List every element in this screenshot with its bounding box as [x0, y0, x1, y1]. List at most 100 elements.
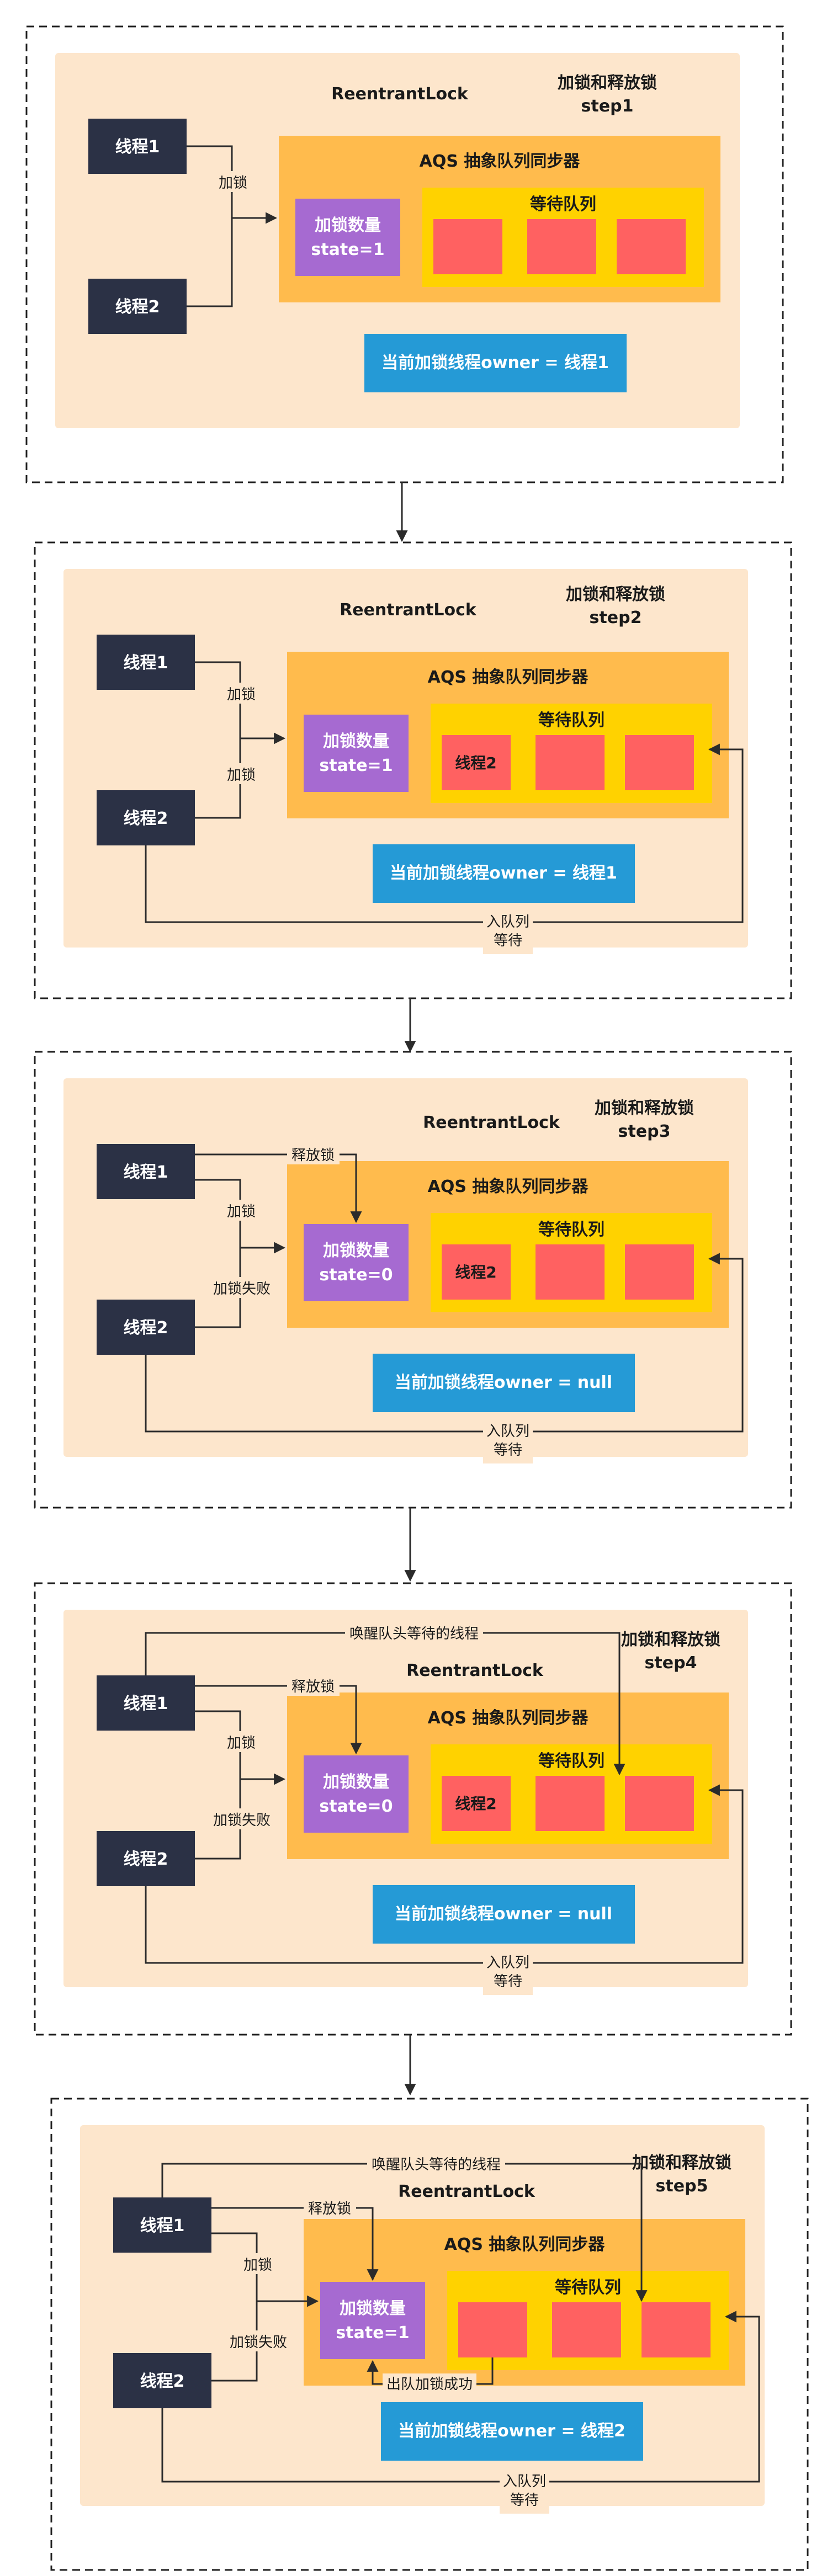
step-number: step3: [618, 1122, 671, 1141]
step-title: 加锁和释放锁: [632, 2153, 731, 2173]
label-bg: [367, 2154, 505, 2174]
queue-node: [527, 219, 596, 274]
state-box: [295, 199, 400, 276]
state-label: 加锁数量: [340, 2299, 406, 2318]
state-box: [304, 715, 409, 792]
thread-1-box: [88, 119, 187, 174]
enqueue-label: 入队列: [503, 2473, 546, 2490]
release-arrow: [211, 2207, 379, 2281]
thread-1-box: [113, 2197, 211, 2253]
aqs-title: AQS 抽象队列同步器: [428, 1709, 589, 1728]
thread-1-box: [97, 1675, 195, 1731]
label-bg: [304, 2198, 356, 2218]
queue-node-thread: 线程2: [455, 1263, 496, 1281]
owner-box: [373, 844, 635, 903]
thread-1-label: 线程1: [140, 2216, 185, 2236]
step-title: 加锁和释放锁: [566, 585, 665, 604]
owner-text: 当前加锁线程owner = null: [395, 1373, 612, 1392]
lock-label: 加锁: [227, 1204, 256, 1220]
label-bg: [211, 1277, 272, 1298]
queue-node-thread: 线程2: [455, 1795, 496, 1813]
dequeue-label: 出队加锁成功: [386, 2376, 473, 2393]
lock-name: ReentrantLock: [423, 1113, 560, 1132]
aqs-title: AQS 抽象队列同步器: [428, 1177, 589, 1196]
label-bg: [483, 1953, 533, 1995]
lock-fail-label: 加锁失败: [213, 1281, 271, 1297]
label-bg: [483, 1422, 533, 1463]
thread-1-box: [97, 635, 195, 690]
release-label: 释放锁: [291, 1147, 335, 1164]
state-value: state=1: [319, 756, 393, 775]
enqueue-label-wait: 等待: [510, 2492, 539, 2509]
queue-node: [625, 1776, 694, 1831]
queue-node: [536, 735, 605, 790]
label-bg: [241, 2253, 274, 2274]
owner-box: [364, 334, 627, 392]
thread-2-label: 线程2: [140, 2372, 185, 2391]
step-number: step4: [645, 1653, 697, 1673]
thread-1-box: [97, 1144, 195, 1199]
queue-node: [442, 735, 511, 790]
owner-box: [373, 1354, 635, 1412]
step-number: step5: [656, 2176, 708, 2196]
state-label: 加锁数量: [323, 1241, 389, 1260]
step-number: step1: [581, 97, 634, 116]
enqueue-label: 入队列: [486, 914, 529, 930]
enqueue-arrow: [145, 1784, 744, 1964]
state-label: 加锁数量: [315, 216, 381, 235]
release-arrow: [195, 1685, 362, 1755]
queue-node: [536, 1776, 605, 1831]
release-arrow: [195, 1153, 362, 1223]
enqueue-label-wait: 等待: [494, 933, 522, 949]
label-bg: [483, 912, 533, 954]
enqueue-label: 入队列: [486, 1955, 529, 1971]
step-title: 加锁和释放锁: [595, 1099, 694, 1118]
step-3-panel: ReentrantLock 加锁和释放锁 step3 AQS 抽象队列同步器 加…: [34, 1051, 792, 1509]
step-frame: [34, 541, 792, 999]
aqs-title: AQS 抽象队列同步器: [444, 2235, 606, 2254]
label-bg: [225, 1731, 258, 1752]
aqs-title: AQS 抽象队列同步器: [428, 668, 589, 687]
state-value: state=1: [311, 240, 384, 259]
queue-node-thread: 线程2: [455, 754, 496, 772]
wake-label: 唤醒队头等待的线程: [349, 1626, 479, 1642]
step-number: step2: [590, 608, 642, 627]
lock-label: 加锁: [243, 2257, 272, 2274]
owner-box: [373, 1885, 635, 1944]
thread-1-label: 线程1: [124, 1163, 168, 1182]
wait-queue-title: 等待队列: [538, 711, 605, 730]
state-value: state=0: [319, 1265, 393, 1285]
state-value: state=0: [319, 1797, 393, 1816]
queue-node: [617, 219, 686, 274]
label-bg: [216, 171, 250, 192]
wait-queue-title: 等待队列: [555, 2278, 621, 2297]
owner-text: 当前加锁线程owner = 线程1: [381, 353, 609, 372]
lock-connector: [195, 661, 241, 819]
state-value: state=1: [336, 2323, 409, 2343]
step-2-panel: ReentrantLock 加锁和释放锁 step2 AQS 抽象队列同步器 加…: [34, 541, 792, 999]
lock-label: 加锁: [227, 1735, 256, 1752]
lock-fail-label: 加锁失败: [213, 1812, 271, 1829]
label-bg: [228, 2330, 289, 2351]
lock-connector: [195, 1179, 241, 1328]
enqueue-arrow: [145, 743, 744, 923]
state-box: [304, 1224, 409, 1301]
lock-label: 加锁: [219, 175, 247, 191]
owner-text: 当前加锁线程owner = 线程1: [390, 864, 617, 883]
queue-node: [625, 735, 694, 790]
thread-2-box: [113, 2353, 211, 2408]
label-bg: [345, 1623, 483, 1643]
thread-2-box: [88, 279, 187, 334]
release-label: 释放锁: [291, 1679, 335, 1695]
queue-node: [642, 2302, 711, 2357]
enqueue-arrow: [161, 2311, 760, 2483]
enqueue-label-wait: 等待: [494, 1442, 522, 1459]
state-label: 加锁数量: [323, 1773, 389, 1792]
lock-name: ReentrantLock: [340, 600, 477, 620]
queue-node: [442, 1244, 511, 1300]
thread-1-label: 线程1: [115, 137, 160, 157]
enqueue-label-wait: 等待: [494, 1973, 522, 1990]
label-bg: [383, 2373, 476, 2393]
state-box: [320, 2282, 425, 2359]
